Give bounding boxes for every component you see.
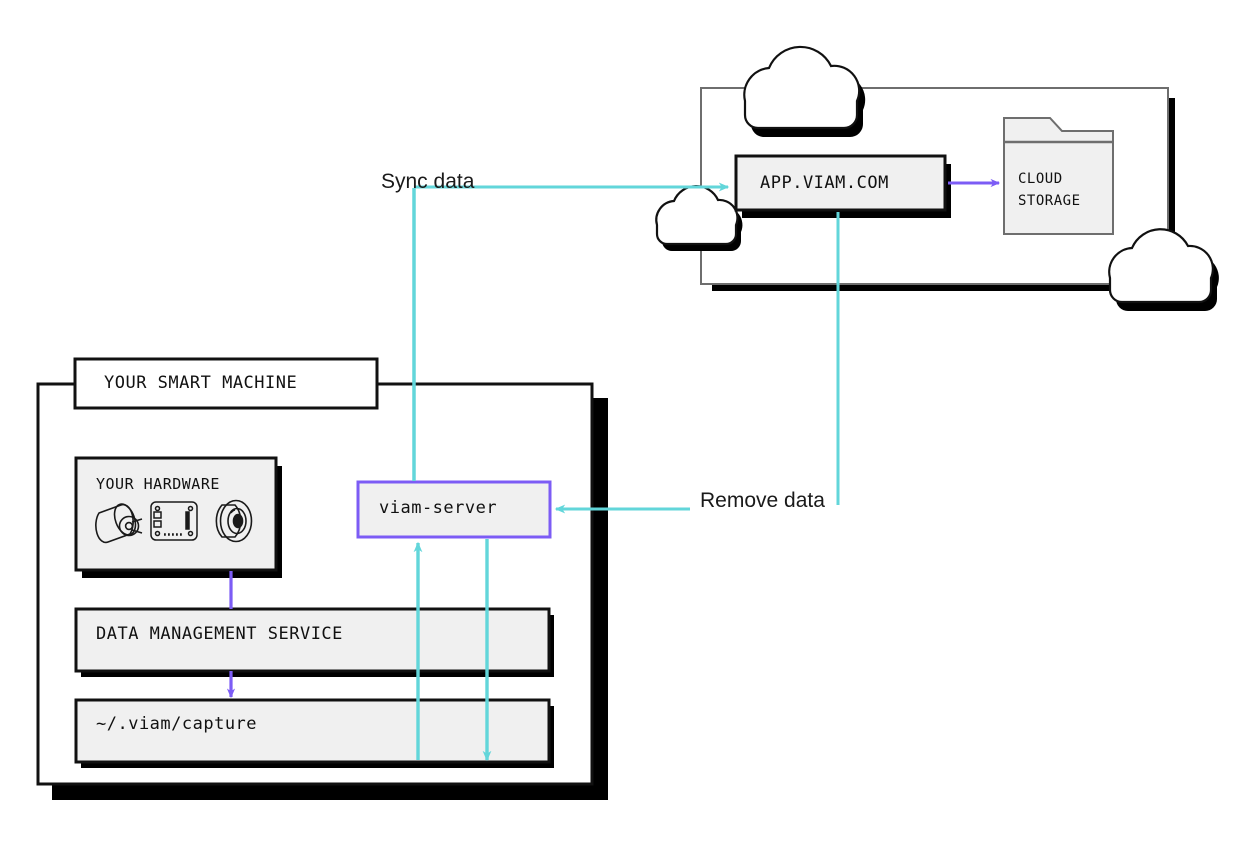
your-hardware-box (74, 456, 278, 572)
smart-machine-title-box (73, 357, 379, 410)
app-viam-com-box-group (734, 154, 951, 218)
smart-machine-group (36, 357, 608, 800)
cloud-shape-bottom-right-outline (1108, 228, 1214, 304)
capture-box-group (74, 698, 554, 768)
camera-icon (215, 499, 253, 543)
cloud-shape-left (655, 184, 743, 251)
capture-box (74, 698, 551, 764)
dms-box (74, 607, 551, 673)
cloud-shape-top (743, 45, 866, 137)
cloud-storage-folder-icon (1003, 117, 1114, 235)
cloud-shape-bottom-right (1108, 228, 1219, 311)
cloud-shape-top-outline (743, 45, 861, 130)
app-viam-com-box (734, 154, 947, 212)
dms-box-group (74, 607, 554, 677)
viam-server-box-group (356, 480, 552, 539)
board-icon (150, 501, 198, 541)
cloud-shape-left-outline (655, 184, 739, 246)
motor-icon (95, 503, 143, 544)
viam-server-box (356, 480, 552, 539)
